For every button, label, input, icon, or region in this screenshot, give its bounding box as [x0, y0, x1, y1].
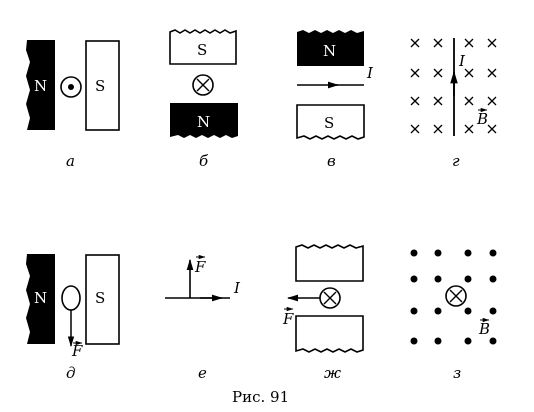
panel-b: S N б [169, 29, 238, 170]
pole-s-label: S [324, 114, 334, 132]
force-label: F [71, 342, 83, 360]
magnet-n [170, 103, 238, 138]
panel-z: B з [410, 249, 497, 382]
panel-e-label: е [198, 364, 207, 382]
panel-a-label: а [66, 152, 75, 170]
cross-mark [196, 78, 210, 92]
magnet-n [26, 254, 55, 344]
magnet-s [296, 104, 365, 140]
panel-d: N S F д [26, 254, 120, 382]
field-label: B [478, 320, 490, 338]
panel-z-label: з [453, 364, 461, 382]
conductor [61, 285, 81, 311]
magnet-bottom [295, 315, 364, 353]
pole-s-label: S [95, 289, 105, 307]
current-label: I [366, 64, 374, 82]
pole-n-label: N [34, 289, 47, 307]
magnet-top [295, 244, 364, 282]
magnet-s [85, 254, 120, 345]
magnet-n [26, 40, 55, 130]
current-label: I [233, 279, 241, 297]
current-label: I [458, 52, 466, 70]
pole-n-label: N [323, 42, 336, 60]
panel-g-label: г [452, 152, 460, 170]
field-label: B [476, 110, 488, 128]
panel-v: N I S в [296, 30, 374, 170]
magnet-n [297, 30, 364, 66]
panel-v-label: в [327, 152, 336, 170]
force-label: F [282, 310, 294, 328]
magnet-s [85, 40, 120, 131]
panel-e: I F е [165, 254, 241, 382]
panel-d-label: д [66, 364, 76, 382]
panel-b-label: б [199, 152, 209, 170]
current-out-icon [60, 76, 82, 98]
current-dot [68, 84, 74, 90]
panel-g: I B г [410, 38, 497, 170]
current-in-icon [192, 74, 214, 96]
panel-zh: F ж [282, 244, 364, 382]
pole-n-label: N [197, 113, 210, 131]
field-out-of-page-dots [410, 249, 497, 345]
pole-s-label: S [95, 77, 105, 95]
pole-s-label: S [197, 41, 207, 59]
panel-a: N S а [26, 40, 120, 170]
field-into-page-crosses [410, 38, 497, 134]
force-label: F [194, 258, 206, 276]
panel-zh-label: ж [324, 364, 341, 382]
cross-mark [323, 291, 337, 305]
figure-caption: Рис. 91 [232, 388, 289, 406]
cross-mark [449, 289, 463, 303]
pole-n-label: N [34, 77, 47, 95]
magnet-s [169, 29, 237, 65]
